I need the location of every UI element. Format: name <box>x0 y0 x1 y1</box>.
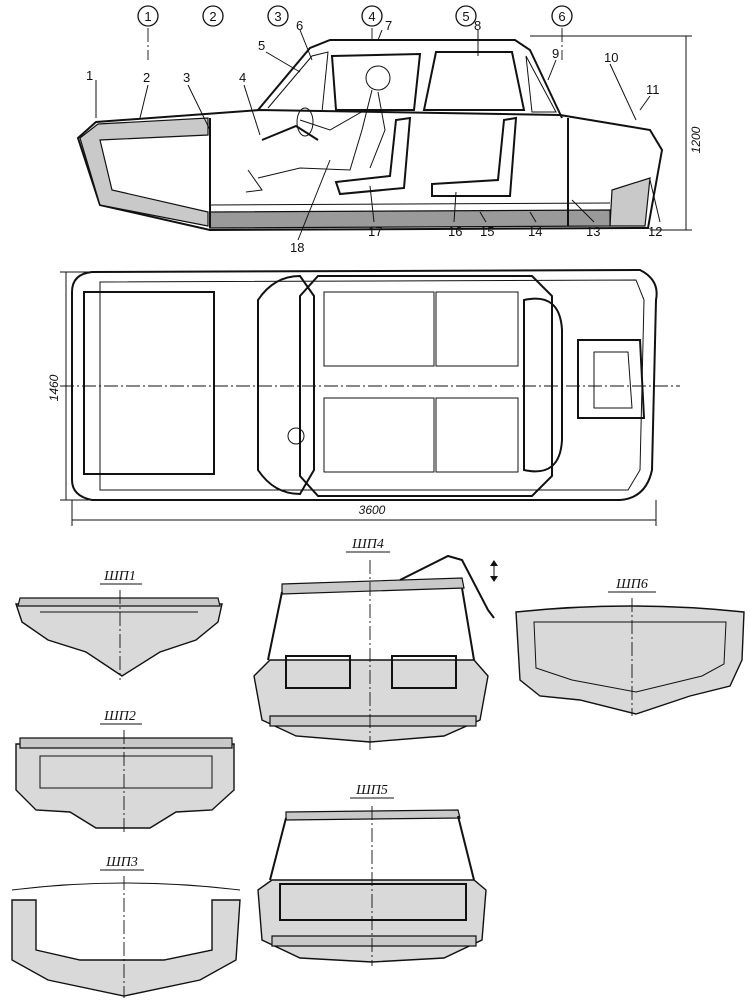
svg-text:4: 4 <box>368 9 375 24</box>
section-marker-5: 5 <box>455 5 477 27</box>
side-hull-floor <box>209 209 611 229</box>
front-seat-left <box>323 291 435 367</box>
roof-frame-top <box>299 275 553 497</box>
driver-figure <box>245 65 391 193</box>
rear-hatch-inner <box>593 351 633 409</box>
callout-4: 4 <box>239 70 246 85</box>
callout-12: 12 <box>648 224 662 239</box>
svg-text:ШП1: ШП1 <box>103 569 136 584</box>
rear-window-top <box>523 297 563 473</box>
length-dimension: 3600 <box>71 500 657 526</box>
rear-side-window <box>422 51 526 111</box>
front-seat-right <box>323 397 435 473</box>
callout-18: 18 <box>290 240 304 255</box>
svg-text:ШП5: ШП5 <box>355 783 388 798</box>
svg-text:ШП3: ШП3 <box>105 855 138 870</box>
top-inner-outline <box>99 279 645 491</box>
steering-column <box>261 124 319 141</box>
svg-text:ШП4: ШП4 <box>351 537 384 552</box>
section-marker-1: 1 <box>137 5 159 27</box>
windshield-top <box>257 274 315 496</box>
callout-7: 7 <box>385 18 392 33</box>
top-hull-outline <box>71 268 658 501</box>
callout-6: 6 <box>296 18 303 33</box>
rear-hatch <box>577 339 646 419</box>
callout-10: 10 <box>604 50 618 65</box>
rear-seat-right <box>435 397 519 473</box>
rear-seat-left <box>435 291 519 367</box>
svg-text:6: 6 <box>558 9 565 24</box>
svg-text:ШП2: ШП2 <box>103 709 136 724</box>
svg-text:3600: 3600 <box>359 503 386 517</box>
callout-14: 14 <box>528 224 542 239</box>
svg-text:5: 5 <box>462 9 469 24</box>
section-marker-4: 4 <box>361 5 383 27</box>
front-seat <box>334 116 412 196</box>
callout-5: 5 <box>258 38 265 53</box>
side-hull-outline <box>76 108 664 232</box>
top-view: 1460 3600 <box>47 268 680 526</box>
front-side-window <box>330 52 422 111</box>
callout-17: 17 <box>368 224 382 239</box>
callout-8: 8 <box>474 18 481 33</box>
section-sp6: ШП6 <box>515 577 745 716</box>
rear-seat <box>431 116 518 197</box>
section-marker-3: 3 <box>267 5 289 27</box>
front-hatch <box>83 291 215 475</box>
svg-text:3: 3 <box>274 9 281 24</box>
windshield <box>267 51 329 113</box>
rear-pillar-window <box>525 55 557 113</box>
section-marker-2: 2 <box>202 5 224 27</box>
width-dimension: 1460 <box>47 271 90 501</box>
callout-15: 15 <box>480 224 494 239</box>
side-view: 1 2 3 4 5 6 <box>76 5 703 255</box>
callout-leaders <box>95 29 661 241</box>
callout-11: 11 <box>646 82 660 97</box>
height-dimension: 1200 <box>530 35 703 231</box>
section-sp2: ШП2 <box>15 709 235 834</box>
svg-text:ШП6: ШП6 <box>615 577 648 592</box>
callout-13: 13 <box>586 224 600 239</box>
section-sp1: ШП1 <box>15 569 223 680</box>
section-marker-6: 6 <box>551 5 573 27</box>
steering-wheel-top <box>287 427 305 445</box>
section-marker-lines <box>147 28 563 60</box>
svg-text:1460: 1460 <box>47 374 61 401</box>
side-cabin-outline <box>257 39 563 119</box>
opening-arrow-icon <box>490 560 498 582</box>
callout-9: 9 <box>552 46 559 61</box>
section-sp3: ШП3 <box>11 855 241 998</box>
callout-16: 16 <box>448 224 462 239</box>
section-sp4: ШП4 <box>253 537 498 750</box>
svg-text:1: 1 <box>144 9 151 24</box>
callout-3: 3 <box>183 70 190 85</box>
svg-text:2: 2 <box>209 9 216 24</box>
section-sp5: ШП5 <box>257 783 487 966</box>
side-floor-line <box>209 202 611 206</box>
svg-text:1200: 1200 <box>689 126 703 153</box>
side-hull-front-foam <box>79 117 209 227</box>
callout-2: 2 <box>143 70 150 85</box>
callout-1: 1 <box>86 68 93 83</box>
steering-wheel <box>296 107 314 137</box>
side-hull-rear-foam <box>609 177 651 227</box>
